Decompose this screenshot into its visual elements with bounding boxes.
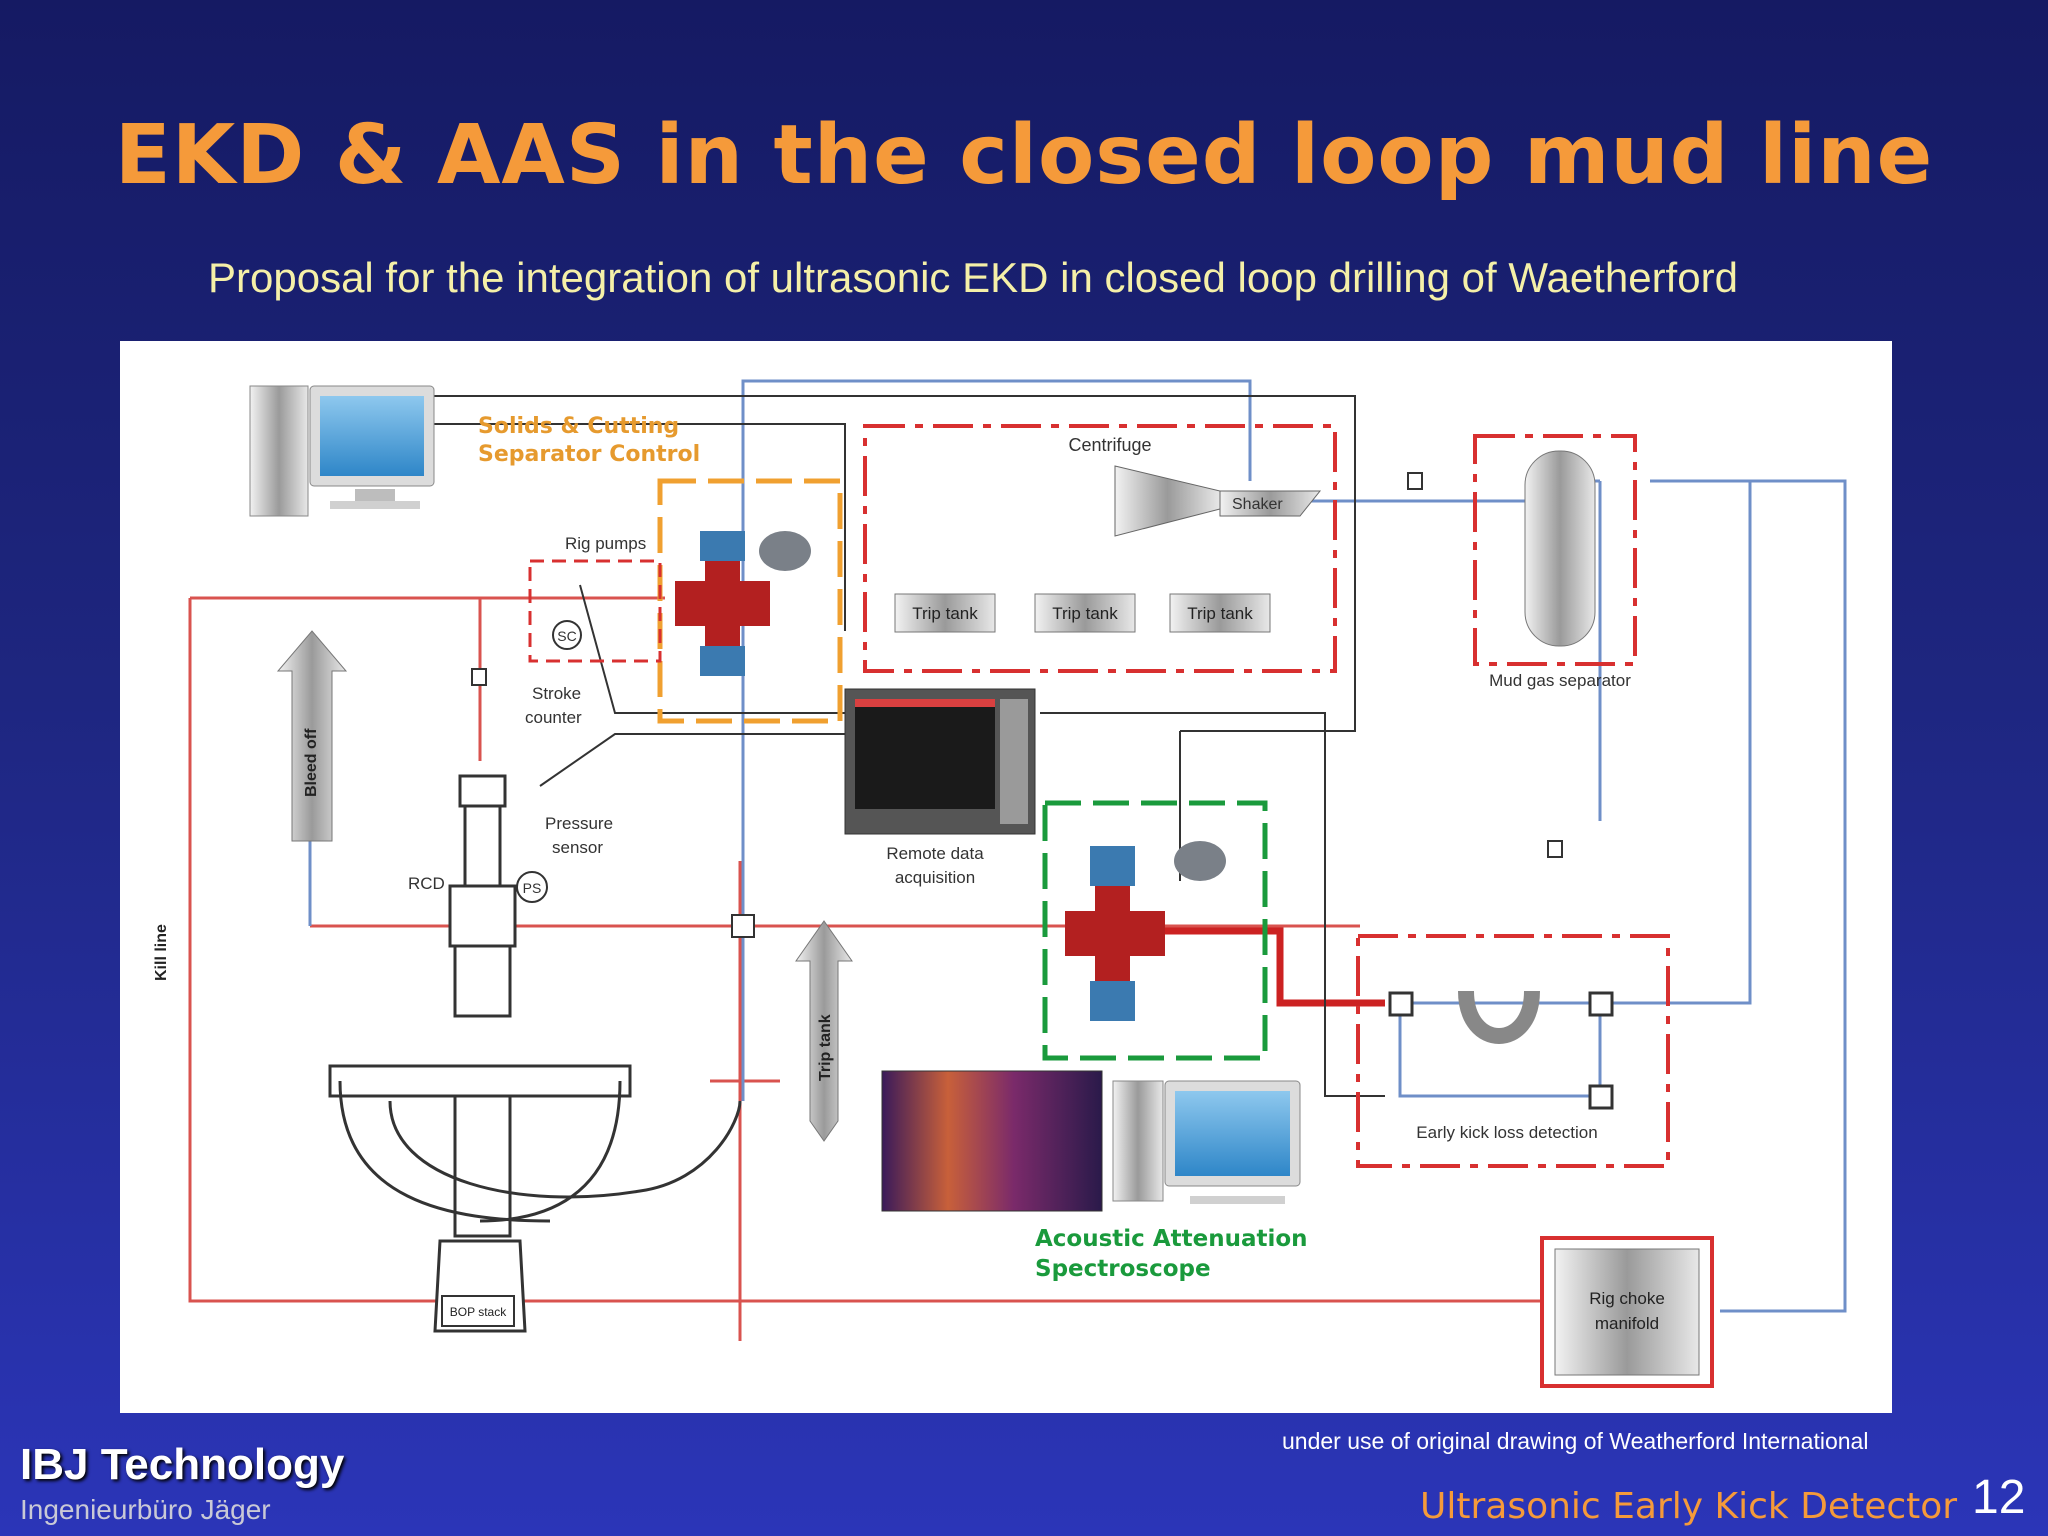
choke-label-1: Rig choke [1589,1289,1665,1308]
footer-title: Ultrasonic Early Kick Detector [1420,1486,1958,1527]
trip-tank-arrow [795,920,853,1142]
spectrogram-image [881,1070,1103,1212]
bop-label-box [441,1295,515,1327]
pressure-label-2: sensor [552,838,603,857]
stroke-label-2: counter [525,708,582,727]
rig-pumps-label: Rig pumps [565,534,646,553]
coriolis-meter-icon [1458,990,1540,1044]
page-number: 12 [1972,1471,2026,1524]
slide-subtitle: Proposal for the integration of ultrason… [208,254,1738,301]
diagram-panel: Solids & Cutting Separator Control Centr… [120,341,1892,1413]
mud-gas-box [1473,434,1637,666]
ekld-box [1356,934,1670,1168]
centrifuge-label: Centrifuge [1068,435,1151,455]
stroke-label-1: Stroke [532,684,581,703]
sc-label: SC [557,628,576,644]
centrifuge-icon [1114,465,1221,537]
choke-manifold-icon [1554,1248,1700,1376]
slide-title: EKD & AAS in the closed loop mud line [114,108,1934,203]
kill-line-label: Kill line [153,924,170,981]
trip-tank-vertical-label: Trip tank [817,1014,834,1081]
ekld-valve-1 [1388,991,1414,1017]
ekld-valve-2 [1588,991,1614,1017]
brand-subtitle: Ingenieurbüro Jäger [20,1494,271,1525]
control-computer-icon [249,385,435,517]
choke-box [1540,1236,1714,1388]
shale-shaker-box [863,424,1337,673]
rig-pumps-box [528,559,662,663]
aas-box [1042,800,1268,1061]
trip-tank-3: Trip tank [1169,593,1271,633]
pressure-sensor-icon [516,871,548,903]
trip-tank-2: Trip tank [1034,593,1136,633]
bop-label: BOP stack [450,1305,507,1319]
ekld-label: Early kick loss detection [1416,1123,1597,1142]
bleed-off-label: Bleed off [303,728,320,797]
remote-data-acquisition-icon [844,688,1036,835]
trip-tank-3-label: Trip tank [1187,604,1253,623]
pressure-label-1: Pressure [545,814,613,833]
stroke-counter-icon [552,620,582,650]
trip-tank-1-label: Trip tank [912,604,978,623]
trip-tank-2-label: Trip tank [1052,604,1118,623]
solids-label-1: Solids & Cutting [478,414,679,439]
shaker-icon [1219,490,1322,517]
rcd-label: RCD [408,874,445,893]
trip-tank-1: Trip tank [894,593,996,633]
shaker-label: Shaker [1232,496,1283,513]
process-diagram: Solids & Cutting Separator Control Centr… [153,379,1847,1388]
ps-label: PS [523,880,542,896]
brand-name: IBJ Technology [20,1440,345,1489]
aas-label-2: Spectroscope [1035,1256,1211,1282]
aas-computer-icon [1112,1080,1301,1204]
return-lines [308,379,1847,1313]
bleed-off-arrow [276,630,348,842]
aas-outlet-line [1160,927,1385,1007]
bop-stack-icon [328,774,742,1333]
aas-label-1: Acoustic Attenuation [1035,1226,1308,1252]
mud-gas-separator-icon [1524,450,1596,647]
aas-flow-cell-icon [1065,841,1226,1021]
solids-label-2: Separator Control [478,442,700,467]
drawing-credit: under use of original drawing of Weather… [1282,1428,1869,1454]
remote-label-2: acquisition [895,868,975,887]
remote-label-1: Remote data [886,844,984,863]
mud-gas-label: Mud gas separator [1489,671,1631,690]
solids-control-box [657,478,843,724]
line-valves [471,472,1563,938]
ekld-valve-3 [1588,1084,1614,1110]
flow-meter-icon [675,531,811,676]
choke-label-2: manifold [1595,1314,1659,1333]
